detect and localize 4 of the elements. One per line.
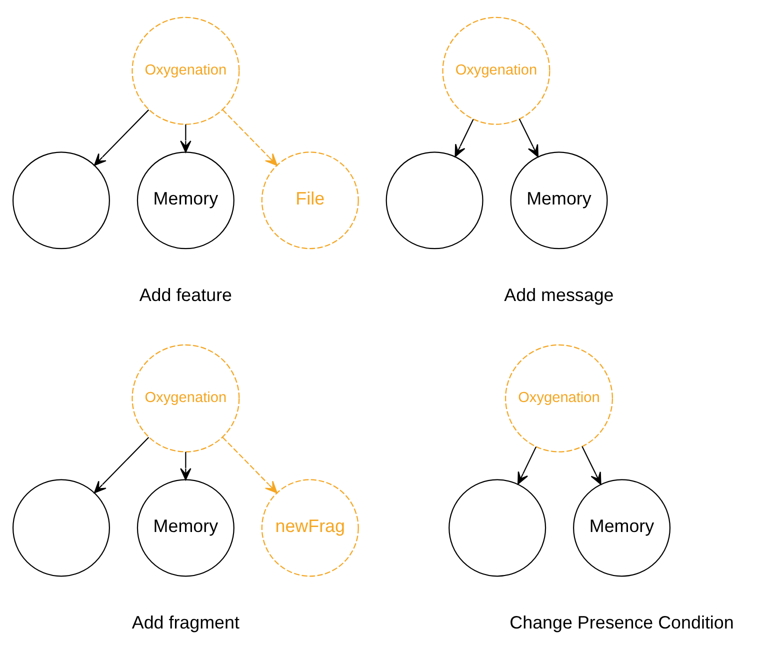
label: Add fragment <box>132 612 240 633</box>
label: Add message <box>504 285 614 306</box>
label: Change Presence Condition <box>510 612 734 633</box>
label: Add feature <box>139 285 232 306</box>
